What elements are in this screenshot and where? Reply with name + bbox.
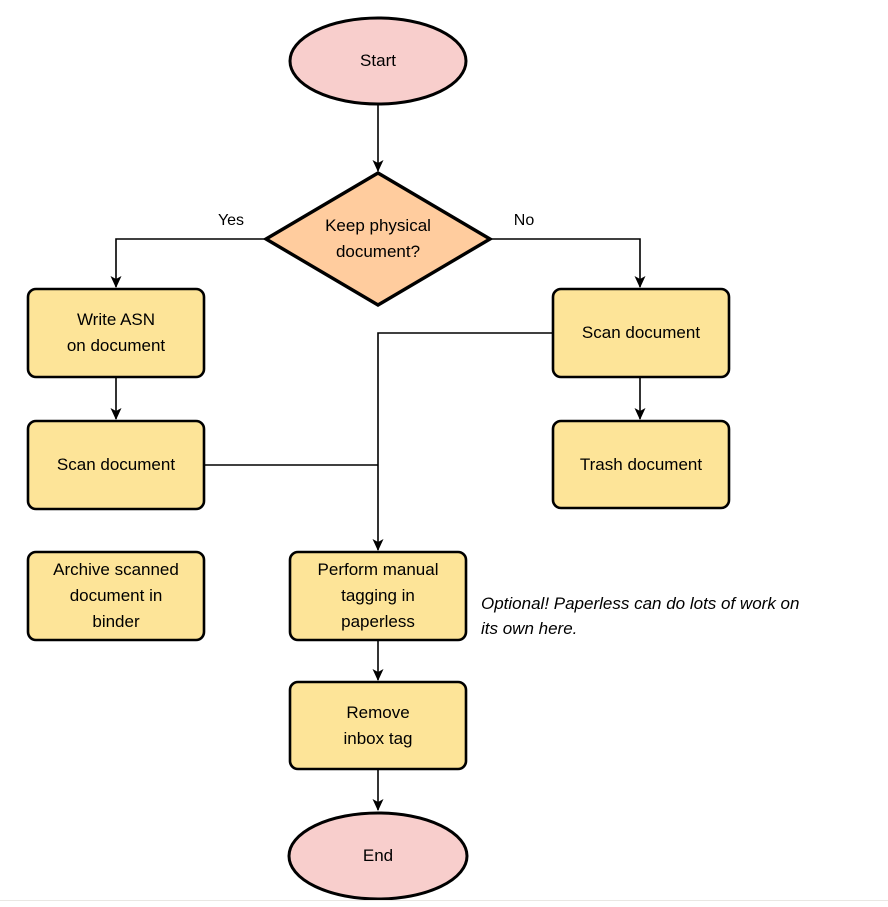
edge-scan-right-to-tagging	[372, 332, 553, 551]
scan-right-node-label: Scan document	[581, 323, 701, 342]
edge-decision-yes-to-write-asn	[110, 238, 266, 288]
trash-node-label: Trash document	[579, 454, 703, 474]
edge-label-yes: Yes	[217, 212, 245, 229]
scan-left-node-label: Scan document	[56, 455, 176, 474]
edge-label-no: No	[513, 212, 535, 229]
remove-inbox-node-label: Remove inbox tag	[343, 702, 413, 748]
write-asn-node-label: Write ASN on document	[66, 310, 166, 355]
tagging-node-label: Perform manual tagging in paperless	[317, 560, 439, 631]
decision-node-shape	[262, 171, 494, 307]
optional-note: Optional! Paperless can do lots of work …	[481, 594, 800, 638]
tagging-node-shape	[288, 550, 468, 642]
decision-node-label: Keep physical document?	[325, 216, 431, 261]
archive-node-shape	[26, 550, 206, 642]
scan-left-node-shape	[26, 419, 206, 511]
write-asn-node-shape	[26, 287, 206, 379]
start-node-shape	[288, 16, 468, 106]
remove-inbox-node-shape	[288, 680, 468, 771]
archive-node-label: Archive scanned document in binder	[53, 560, 179, 631]
bottom-rule	[0, 900, 888, 901]
edge-decision-no-to-scan-right	[490, 238, 646, 288]
end-node-label: End	[362, 846, 394, 865]
scan-right-node-shape	[551, 287, 731, 379]
end-node-shape	[287, 811, 469, 901]
start-node-label: Start	[360, 51, 396, 70]
trash-node-shape	[551, 419, 731, 510]
